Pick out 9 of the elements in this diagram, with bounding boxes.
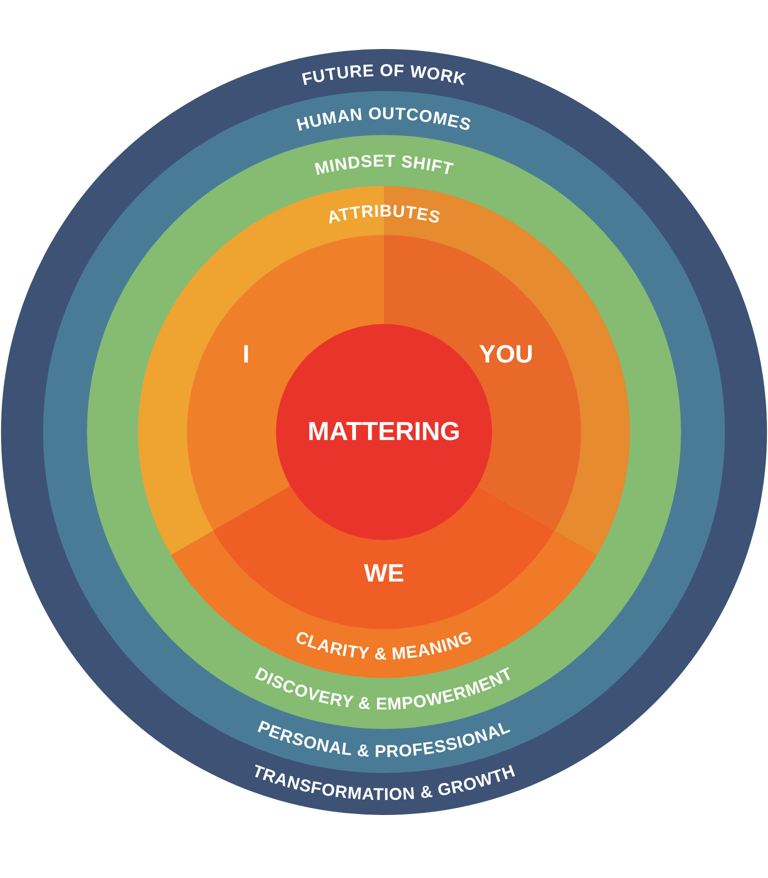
ring-label: HUMAN OUTCOMES bbox=[294, 104, 474, 135]
ring-label: MINDSET SHIFT bbox=[312, 151, 456, 180]
ring-label: CLARITY & MEANING bbox=[292, 627, 476, 664]
center-label: MATTERING bbox=[308, 416, 460, 448]
ring-label: FUTURE OF WORK bbox=[300, 60, 468, 90]
ring-label: ATTRIBUTES bbox=[325, 201, 442, 228]
sector-label: I bbox=[242, 340, 250, 370]
sector-label: WE bbox=[364, 559, 404, 588]
sector-label: YOU bbox=[479, 340, 534, 370]
